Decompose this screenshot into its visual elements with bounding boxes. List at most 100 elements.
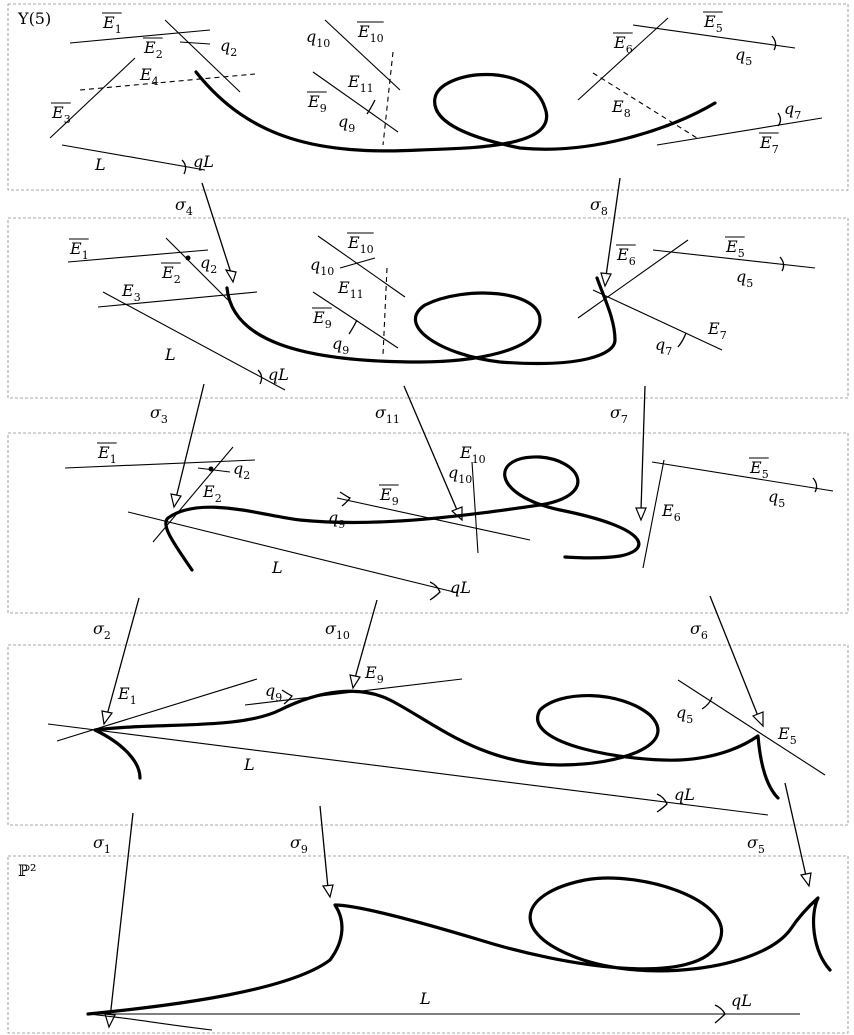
label-E1-bar: E1 [102, 13, 122, 36]
panel-p2 [7, 855, 849, 1034]
tick-q9-p2 [348, 319, 358, 335]
arrow-sigma3 [175, 383, 205, 499]
line-E5-bar-p2 [652, 249, 816, 269]
label-q7-p2: q7 [655, 335, 672, 358]
label-q2-p1: q2 [220, 36, 237, 59]
line-E5-bar-p1 [632, 24, 796, 49]
line-E3-bar [49, 57, 136, 139]
label-q5-p4: q5 [676, 703, 693, 726]
arrowhead-sigma10 [349, 674, 361, 690]
label-E7-bar-p1: E7 [759, 133, 779, 156]
line-E6-bar-p1 [577, 17, 669, 101]
tick-q9-p3 [339, 491, 351, 507]
label-sigma8: σ8 [590, 195, 608, 218]
arrow-sigma2 [106, 597, 140, 716]
label-E5-bar-p3: E5 [749, 458, 769, 481]
line-E4 [79, 73, 256, 91]
label-E2-p3: E2 [202, 482, 222, 505]
arrow-sigma6 [709, 595, 759, 717]
arrow-sigma8 [605, 177, 621, 277]
arrow-sigma5 [784, 782, 807, 877]
label-sigma6: σ6 [690, 619, 708, 642]
panel-level-4 [7, 644, 849, 826]
arrow-sigma4 [201, 182, 232, 274]
line-E9-bar-p1 [312, 71, 399, 133]
line-E5-p4 [677, 679, 826, 776]
label-E4: E4 [139, 65, 159, 88]
curve-Y5 [194, 70, 717, 153]
line-E9-bar-p3 [336, 497, 531, 541]
line-E7-bar-p1 [656, 117, 823, 146]
tick-q9-p4 [281, 689, 293, 705]
label-qL-p4: qL [674, 785, 695, 804]
line-E1-bar-p3 [64, 459, 256, 469]
arrow-sigma7 [640, 385, 646, 511]
tick-qL-p5 [714, 1004, 726, 1024]
label-E1-p4: E1 [117, 684, 137, 707]
label-q2-p3: q2 [233, 459, 250, 482]
line-E10-p3 [471, 461, 479, 554]
label-E11-p2: E11 [337, 278, 364, 301]
arrowhead-sigma8 [600, 272, 612, 288]
panel-level-3 [7, 432, 849, 614]
label-E7-p2: E7 [707, 319, 727, 342]
line-E9-bar-p2 [312, 291, 399, 349]
label-q5-p2: q5 [736, 267, 753, 290]
arrow-sigma9 [319, 805, 329, 889]
label-E10-p3: E10 [459, 443, 486, 466]
label-sigma4: σ4 [175, 195, 193, 218]
label-q5-p3: q5 [768, 487, 785, 510]
tick-qL-p3 [429, 581, 441, 601]
label-qL-p3: qL [450, 578, 471, 597]
line-E2-bar-p2 [165, 237, 229, 301]
tick-q2-p3 [197, 467, 231, 473]
label-qL-p1: qL [193, 152, 214, 171]
curve-level-2 [225, 276, 617, 366]
point-q2-p3 [208, 466, 214, 472]
line-L-bar-p4 [47, 723, 769, 816]
line-E10-bar-p1 [324, 19, 401, 91]
line-E6-bar-p2 [577, 239, 689, 319]
label-E2-bar-p2: E2 [161, 263, 181, 286]
arrow-sigma10 [354, 599, 378, 679]
label-E6-bar-p1: E6 [613, 33, 633, 56]
label-E6-p3: E6 [661, 501, 681, 524]
label-E9-bar-p3: E9 [379, 485, 399, 508]
arrowhead-sigma7 [635, 507, 647, 522]
line-E11-p1 [382, 51, 394, 146]
label-E10-bar-p1: E10 [357, 22, 384, 45]
tick-q7-p1 [777, 112, 782, 127]
label-sigma1: σ1 [93, 833, 111, 856]
label-E6-bar-p2: E6 [616, 245, 636, 268]
line-L-bar-p2 [102, 291, 286, 391]
label-L-bar-p4: L [243, 755, 255, 774]
tick-q5-p1 [771, 35, 777, 51]
label-q10-p2: q10 [310, 255, 334, 278]
line-E5-bar-p3 [651, 461, 834, 492]
panel-y5 [7, 3, 849, 191]
label-q9-p1: q9 [338, 112, 355, 135]
label-q10-p3: q10 [448, 463, 472, 486]
arrowhead-sigma5 [799, 872, 812, 888]
label-L: L [419, 989, 431, 1008]
label-q9-p3: q9 [328, 508, 345, 531]
panel-title-y5: Y(5) [17, 9, 51, 28]
label-sigma2: σ2 [93, 619, 111, 642]
tick-q5-p4 [701, 696, 713, 710]
label-q7-p1: q7 [784, 99, 801, 122]
line-E10-bar-p2 [317, 235, 406, 298]
line-E1-bar [69, 29, 211, 44]
line-L-bar-p1 [61, 144, 206, 171]
label-E9-p4: E9 [364, 663, 384, 686]
label-E3-bar: E3 [51, 103, 71, 126]
label-E11-p1: E11 [347, 72, 374, 95]
label-E9-bar-p2: E9 [312, 308, 332, 331]
tick-q5-p3 [812, 477, 818, 493]
curve-P2 [86, 876, 832, 1016]
label-E5-bar-p1: E5 [703, 12, 723, 35]
label-E2-bar: E2 [143, 38, 163, 61]
label-q9-p2: q9 [332, 334, 349, 357]
label-qL-p2: qL [268, 365, 289, 384]
tick-qL-p4 [656, 793, 668, 813]
